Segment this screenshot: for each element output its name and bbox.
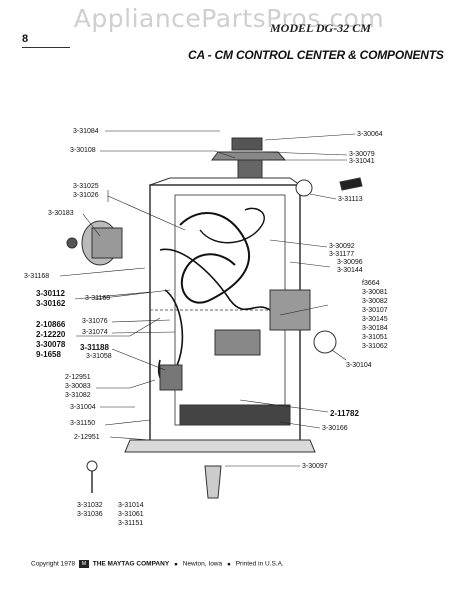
callout-label: 3-30184 (362, 325, 388, 332)
callout-label: 3-30144 (337, 267, 363, 274)
callout-label: 3-31014 (118, 502, 144, 509)
footer-bullet: ● (226, 560, 231, 568)
callout-label: 3-31061 (118, 511, 144, 518)
callout-label: 3-31074 (82, 329, 108, 336)
callout-label: 3-31168 (85, 295, 111, 302)
footer-company: THE MAYTAG COMPANY (92, 560, 170, 568)
callout-label: 3-30183 (48, 210, 74, 217)
callout-label: 3-30097 (302, 463, 328, 470)
callout-label: 3-31026 (73, 192, 99, 199)
footer-city: Newton, Iowa (182, 560, 223, 568)
watermark: AppliancePartsPros.com (73, 4, 385, 33)
appliance-drawing (66, 137, 363, 499)
callout-label: 3-31058 (86, 353, 112, 360)
callout-label: 3-31151 (118, 520, 144, 527)
callout-label: 3-30078 (36, 340, 66, 349)
footer-copyright: Copyright 1978 (31, 560, 76, 568)
callout-label: 3-31032 (77, 502, 103, 509)
callout-label: 3-30112 (36, 289, 65, 298)
callout-label: 2-12951 (65, 374, 91, 381)
footer-printed: Printed in U.S.A. (235, 560, 284, 568)
callout-label: 3-31036 (77, 511, 103, 518)
callout-label: 3-30081 (362, 289, 388, 296)
callout-label: 3-31188 (80, 343, 109, 352)
callout-label: 3-30145 (362, 316, 388, 323)
callout-label: 3-30083 (65, 383, 91, 390)
callout-label: 3-30096 (337, 259, 363, 266)
callout-label: f3664 (362, 280, 380, 287)
footer-bullet: ● (173, 560, 178, 568)
callout-label: 3-31082 (65, 392, 91, 399)
callout-label: 3-31113 (338, 196, 363, 203)
callout-label: 3-31177 (329, 251, 355, 258)
callout-label: 2-12951 (74, 434, 100, 441)
callout-label: 3-31076 (82, 318, 108, 325)
page-number: 8 (22, 33, 29, 45)
callout-label: 3-31168 (24, 273, 50, 280)
callout-label: 2-12220 (36, 330, 66, 339)
header-rule (22, 47, 70, 48)
callout-label: 3-30064 (357, 131, 383, 138)
callout-label: 3-30162 (36, 299, 66, 308)
callout-label: 2-10866 (36, 320, 66, 329)
callout-label: 3-31150 (70, 420, 96, 427)
callout-label: 3-30166 (322, 425, 348, 432)
callout-label: 3-31084 (73, 128, 99, 135)
footer: Copyright 1978 M THE MAYTAG COMPANY ● Ne… (31, 560, 284, 568)
callout-label: 3-31004 (70, 404, 96, 411)
callout-label: 3-30079 (349, 151, 375, 158)
maytag-logo-icon: M (78, 560, 89, 568)
callout-label: 3-31041 (349, 158, 375, 165)
page-title: CA - CM CONTROL CENTER & COMPONENTS (188, 48, 444, 62)
callout-label: 3-30104 (346, 362, 372, 369)
callout-label: 3-30108 (70, 147, 96, 154)
callout-label: 9-1658 (36, 350, 61, 359)
callout-label: 3-30107 (362, 307, 388, 314)
callout-label: 3-31062 (362, 343, 388, 350)
model-heading: MODEL DG-32 CM (270, 21, 371, 35)
callout-label: 3-31025 (73, 183, 99, 190)
callout-label: 3-31051 (362, 334, 388, 341)
callout-label: 3-30092 (329, 243, 355, 250)
callout-label: 2-11782 (330, 409, 359, 418)
leader-lines (59, 130, 356, 467)
callout-label: 3-30082 (362, 298, 388, 305)
